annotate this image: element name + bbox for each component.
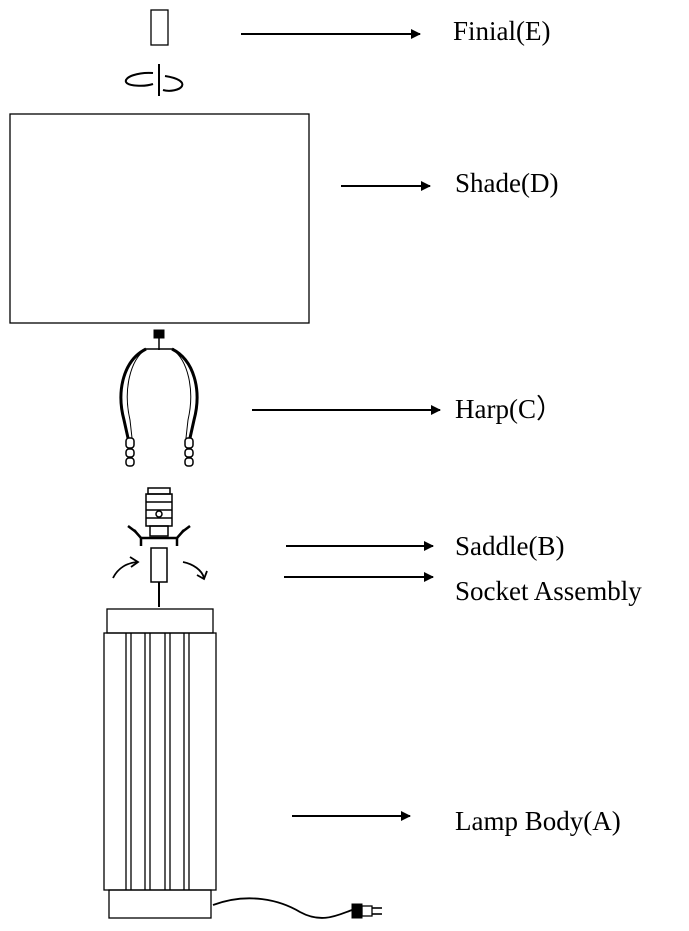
harp-label: Harp(C） xyxy=(455,394,563,424)
turn-right-icon xyxy=(182,561,208,581)
socket-assembly-part xyxy=(145,487,173,607)
shade-label: Shade(D) xyxy=(455,168,559,198)
socket-assembly-label: Socket Assembly xyxy=(455,576,642,606)
power-cord-plug xyxy=(212,897,382,919)
harp-part xyxy=(119,329,199,467)
lamp-body-part xyxy=(103,608,217,919)
lamp-body-label: Lamp Body(A) xyxy=(455,806,621,836)
finial-part xyxy=(150,9,169,46)
saddle-label: Saddle(B) xyxy=(455,531,565,561)
shade-part xyxy=(9,113,310,324)
turn-left-icon xyxy=(112,556,140,579)
finial-label: Finial(E) xyxy=(453,16,551,46)
saddle-part xyxy=(127,525,191,546)
pointer-arrows xyxy=(241,29,441,821)
rotate-icon xyxy=(124,64,184,96)
